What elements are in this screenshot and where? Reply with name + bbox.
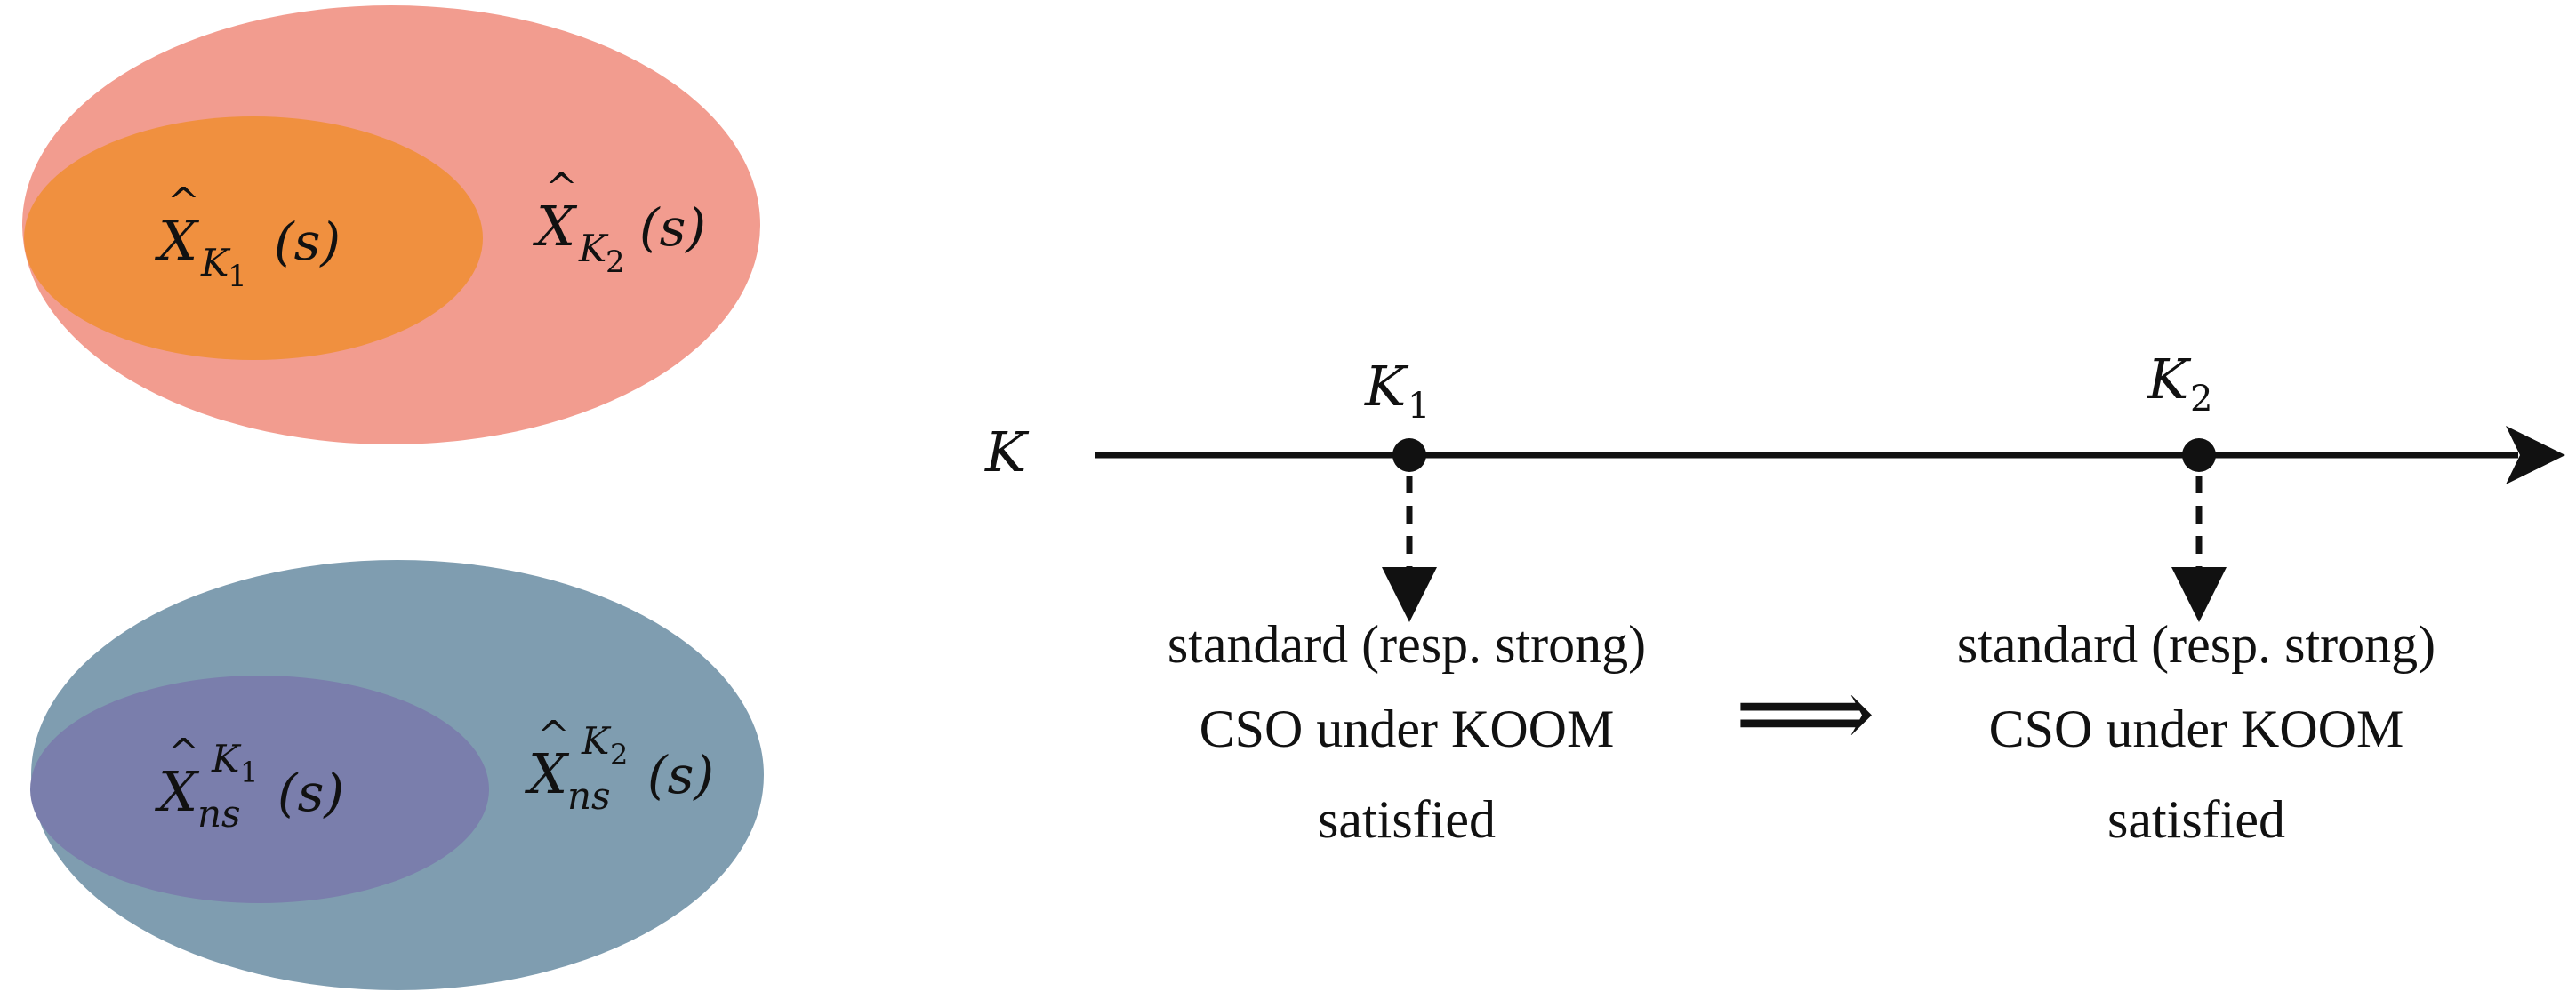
caption-k1: standard (resp. strong) CSO under KOOM s… <box>1168 615 1646 849</box>
axis-label-k: K <box>984 420 1030 484</box>
caption-k1-line2: CSO under KOOM <box>1200 700 1615 758</box>
label-xns-k2-hat: ^ <box>537 713 570 758</box>
caption-k2-line3: satisfied <box>2107 790 2285 849</box>
label-xk1-arg: (s) <box>274 212 341 272</box>
label-xk2-sub: K <box>578 227 609 270</box>
label-xk2: X ^ K 2 (s) <box>533 165 706 280</box>
k-axis-arrowhead <box>2506 426 2565 484</box>
label-xns-k1-hat: ^ <box>167 731 200 776</box>
label-xns-k1-sub: ns <box>197 792 241 836</box>
label-xk1-hat: ^ <box>167 180 200 225</box>
label-xns-k2-base: X <box>525 741 570 806</box>
k2-arrowhead <box>2171 567 2227 622</box>
label-xk1: X ^ K 1 (s) <box>155 180 341 294</box>
k2-point <box>2182 438 2216 472</box>
label-xns-k1-sup: K <box>211 737 242 780</box>
label-xns-k2-supsub: 2 <box>610 738 628 772</box>
k1-arrowhead <box>1382 567 1437 622</box>
k2-label-base: K <box>2147 347 2192 412</box>
set-xns-k1-ellipse <box>30 676 489 903</box>
label-xns-k1-supsub: 1 <box>240 756 258 789</box>
caption-k1-line3: satisfied <box>1318 790 1496 849</box>
label-xns-k2: X ^ ns K 2 (s) <box>525 713 714 818</box>
label-xk2-base: X <box>533 194 578 259</box>
k1-point <box>1392 438 1426 472</box>
label-xns-k2-sup: K <box>581 719 612 763</box>
k1-label-sub: 1 <box>1408 386 1430 427</box>
implies-symbol: ⟹ <box>1735 656 1875 770</box>
label-xns-k2-sub: ns <box>567 774 611 818</box>
label-xk1-base: X <box>155 208 200 273</box>
label-xns-k2-arg: (s) <box>647 745 714 805</box>
caption-k2-line2: CSO under KOOM <box>1989 700 2404 758</box>
label-xk1-sub: K <box>200 241 231 284</box>
k2-marker: K 2 <box>2147 347 2227 622</box>
k1-marker: K 1 <box>1364 354 1437 622</box>
label-xns-k1-base: X <box>155 759 200 824</box>
caption-k2-line1: standard (resp. strong) <box>1957 615 2436 674</box>
caption-k2: standard (resp. strong) CSO under KOOM s… <box>1957 615 2436 849</box>
label-xns-k1-arg: (s) <box>277 763 344 823</box>
label-xk2-subsub: 2 <box>606 244 625 280</box>
label-xk2-hat: ^ <box>545 165 578 211</box>
label-xns-k1: X ^ ns K 1 (s) <box>155 731 344 836</box>
k2-label-sub: 2 <box>2190 379 2212 420</box>
label-xk2-arg: (s) <box>639 197 706 258</box>
k1-label-base: K <box>1364 354 1409 419</box>
caption-k1-line1: standard (resp. strong) <box>1168 615 1646 674</box>
label-xk1-subsub: 1 <box>228 259 247 294</box>
set-xk1-ellipse <box>24 116 483 360</box>
